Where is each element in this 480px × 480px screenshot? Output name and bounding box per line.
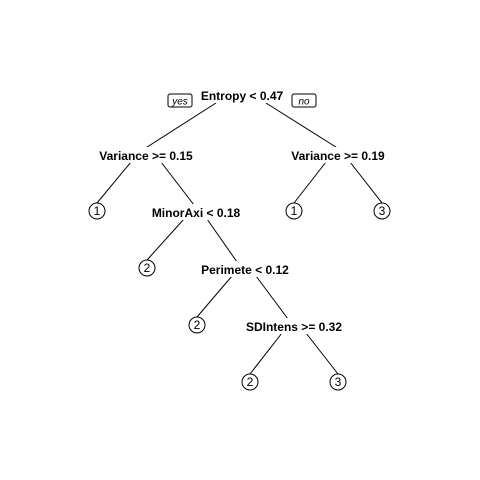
- edge-root-left: [143, 102, 217, 150]
- split-minoraxi: MinorAxi < 0.18: [152, 206, 241, 220]
- leaf-circle: [329, 373, 347, 391]
- branch-no-box: [291, 93, 317, 108]
- leaf-circle: [188, 316, 206, 334]
- leaf-right-3: 3: [373, 202, 391, 220]
- leaf-class-label: 3: [379, 204, 386, 218]
- leaf-circle: [285, 202, 303, 220]
- leaf-class-label: 2: [194, 318, 201, 332]
- leaf-class-label: 3: [335, 375, 342, 389]
- leaf-sdintens-3: 3: [329, 373, 347, 391]
- leaf-class-label: 1: [94, 204, 101, 218]
- split-left-variance: Variance >= 0.15: [99, 149, 193, 163]
- branch-yes-text: yes: [171, 97, 188, 108]
- edge-sdintens-leaf3: [305, 332, 339, 375]
- edge-right-leaf1: [293, 161, 327, 204]
- split-perimete: Perimete < 0.12: [201, 263, 289, 277]
- leaf-circle: [138, 259, 156, 277]
- edge-left-leaf1: [96, 161, 132, 204]
- leaf-circle: [373, 202, 391, 220]
- edge-sdintens-leaf2: [249, 332, 283, 375]
- leaf-sdintens-2: 2: [241, 373, 259, 391]
- leaf-circle: [241, 373, 259, 391]
- edge-minoraxi-leaf2: [146, 218, 185, 261]
- leaf-circle: [88, 202, 106, 220]
- branch-no-text: no: [298, 97, 310, 108]
- branch-no-label: no: [291, 93, 317, 108]
- branch-yes-label: yes: [167, 93, 193, 108]
- edge-minoraxi-perimete: [206, 218, 238, 263]
- edge-left-minoraxi: [160, 161, 195, 206]
- edge-perimete-sdintens: [255, 275, 289, 320]
- leaf-class-label: 1: [291, 204, 298, 218]
- tree-edges: [96, 102, 383, 375]
- leaf-minoraxi-2: 2: [138, 259, 156, 277]
- leaf-right-1: 1: [285, 202, 303, 220]
- leaf-class-label: 2: [144, 261, 151, 275]
- edge-root-right: [265, 102, 340, 150]
- split-root: Entropy < 0.47: [201, 89, 284, 103]
- edge-right-leaf3: [349, 161, 383, 204]
- leaf-perimete-2: 2: [188, 316, 206, 334]
- split-sdintens: SDIntens >= 0.32: [246, 320, 342, 334]
- branch-yes-box: [167, 93, 193, 108]
- leaf-left-1: 1: [88, 202, 106, 220]
- split-right-variance: Variance >= 0.19: [291, 149, 385, 163]
- edge-perimete-leaf2: [196, 275, 233, 318]
- leaf-class-label: 2: [247, 375, 254, 389]
